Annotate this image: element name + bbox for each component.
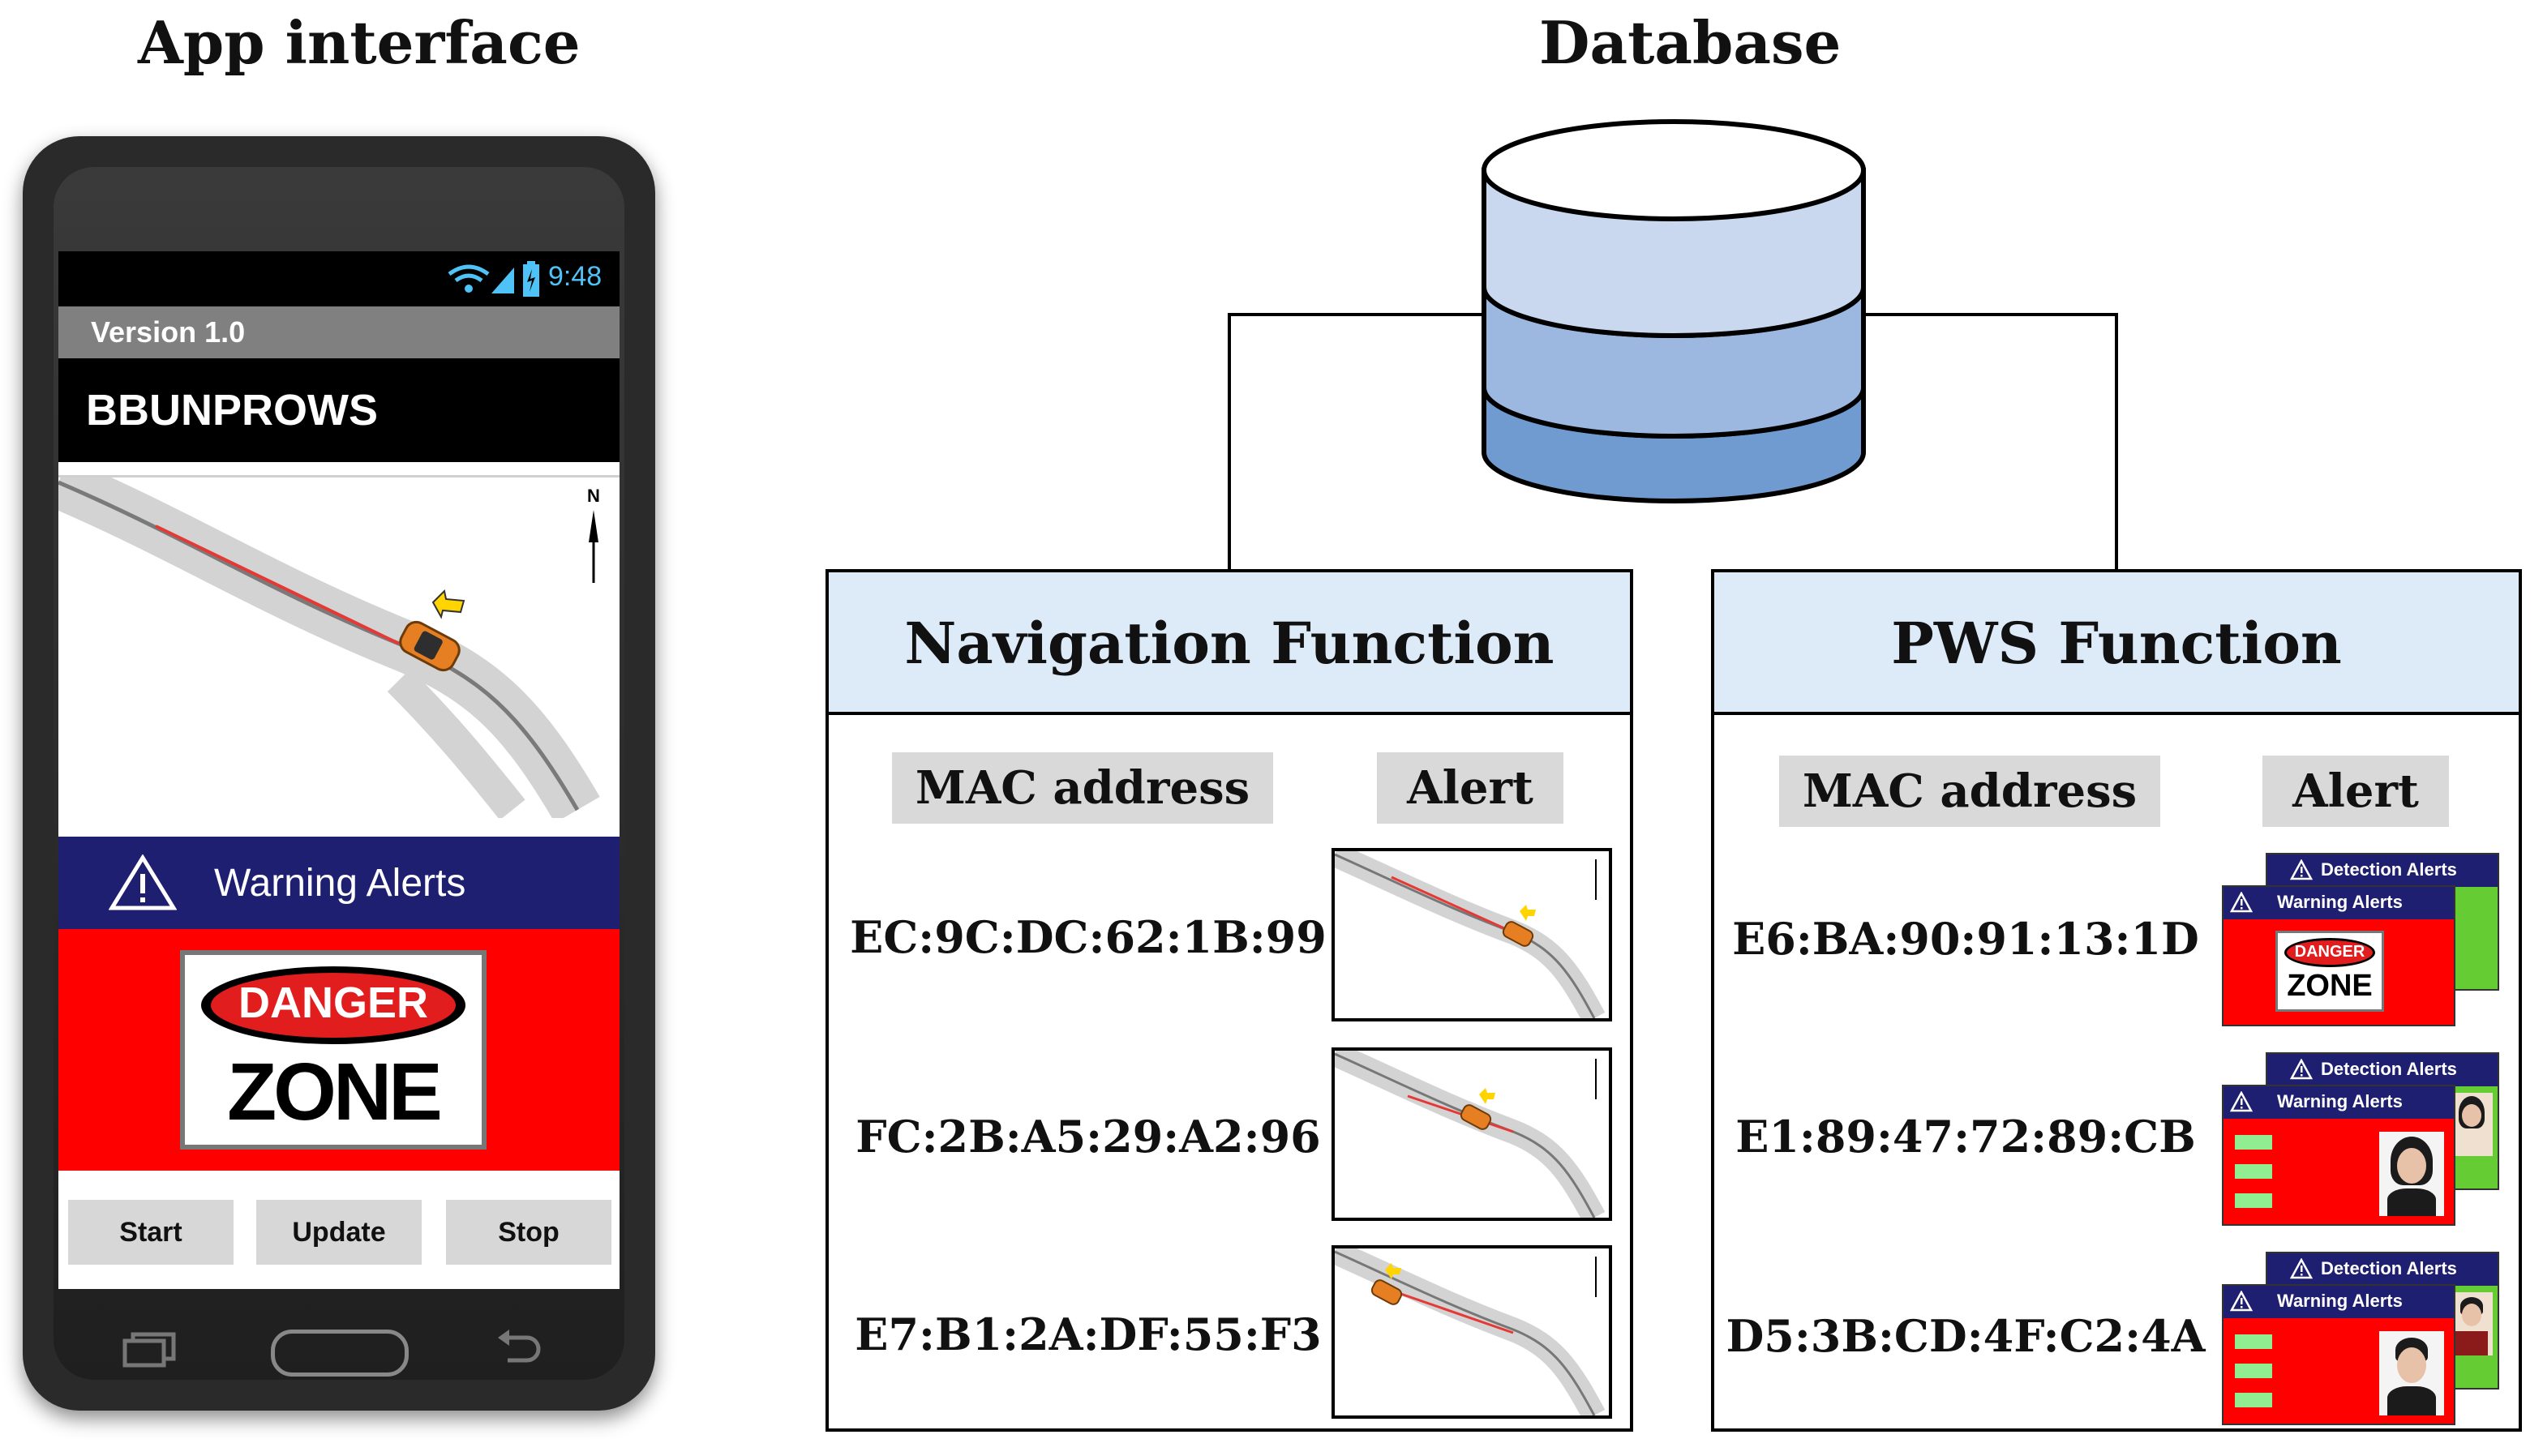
pws-function-panel: PWS Function MAC address Alert E6:BA:90:… (1711, 569, 2522, 1432)
warning-alert-card: Warning Alerts DANGER ZONE (2222, 885, 2455, 1026)
mini-danger-text: DANGER (2294, 943, 2365, 961)
direction-arrow-icon (1479, 1088, 1495, 1104)
connector-left-vertical (1228, 313, 1231, 571)
info-tag-icon (2235, 1334, 2272, 1349)
car-icon (1502, 921, 1534, 947)
connector-left-horizontal (1228, 313, 1487, 316)
warning-triangle-icon (2290, 1258, 2313, 1279)
warning-alert-card: Warning Alerts (2222, 1284, 2455, 1425)
warning-alert-card: Warning Alerts (2222, 1085, 2455, 1226)
nav-mac-address-2: FC:2B:A5:29:A2:96 (856, 1111, 1321, 1163)
person-photo-icon (2451, 1292, 2493, 1355)
warning-alerts-label: Warning Alerts (2277, 892, 2403, 912)
connector-right-horizontal (1859, 313, 2118, 316)
nav-alert-thumbnail-3 (1332, 1245, 1612, 1419)
back-icon[interactable] (496, 1326, 545, 1368)
status-bar: 9:48 (58, 251, 620, 306)
detection-alerts-label: Detection Alerts (2321, 859, 2457, 880)
car-icon (399, 620, 461, 672)
status-time: 9:48 (548, 261, 603, 292)
warning-alerts-label: Warning Alerts (2277, 1291, 2403, 1311)
car-icon (1460, 1104, 1492, 1130)
person-photo-icon (2451, 1093, 2493, 1156)
warning-alerts-label: Warning Alerts (2277, 1091, 2403, 1111)
pws-alert-group-3: Detection Alerts Warning Alerts (2222, 1252, 2499, 1425)
update-button[interactable]: Update (256, 1200, 422, 1265)
info-tag-icon (2235, 1193, 2272, 1208)
pws-mac-address-header: MAC address (1779, 756, 2160, 827)
nav-alert-header: Alert (1377, 752, 1563, 824)
pws-alert-group-1: Detection Alerts Warning Alerts DANGER Z… (2222, 853, 2499, 1026)
navigation-function-panel: Navigation Function MAC address Alert EC… (826, 569, 1633, 1432)
nav-alert-map-1 (1335, 851, 1606, 1018)
danger-oval-inner (211, 973, 456, 1038)
nav-alert-thumbnail-2 (1332, 1047, 1612, 1221)
home-button[interactable] (271, 1330, 409, 1377)
warning-triangle-icon (2290, 859, 2313, 880)
nav-alert-map-3 (1335, 1248, 1606, 1415)
start-button[interactable]: Start (68, 1200, 234, 1265)
warning-alerts-label: Warning Alerts (214, 862, 466, 905)
connector-right-vertical (2115, 313, 2118, 571)
compass-north-label: N (587, 486, 600, 506)
nav-mac-address-1: EC:9C:DC:62:1B:99 (850, 911, 1327, 963)
info-tag-icon (2235, 1135, 2272, 1150)
pws-mac-address-3: D5:3B:CD:4F:C2:4A (1726, 1310, 2206, 1362)
road-map: N (58, 458, 600, 824)
danger-zone-sign: DANGER ZONE (180, 950, 487, 1150)
warning-triangle-icon (2290, 1059, 2313, 1080)
info-tag-icon (2235, 1164, 2272, 1179)
version-label: Version 1.0 (58, 306, 620, 358)
danger-text: DANGER (238, 979, 428, 1027)
info-tag-icon (2235, 1393, 2272, 1407)
detection-alerts-label: Detection Alerts (2321, 1059, 2457, 1079)
car-icon (1370, 1279, 1403, 1305)
mini-danger-sign: DANGER ZONE (2275, 931, 2384, 1012)
person-photo-icon (2379, 1331, 2444, 1415)
phone-screen: 9:48 Version 1.0 BBUNPROWS N Warning Ale… (58, 251, 620, 1289)
pws-function-title: PWS Function (1714, 572, 2519, 715)
pws-mac-address-1: E6:BA:90:91:13:1D (1732, 913, 2199, 965)
warning-triangle-icon (2230, 1291, 2253, 1312)
warning-alerts-bar: Warning Alerts (58, 837, 620, 929)
database-title: Database (1539, 8, 1842, 77)
pws-alert-group-2: Detection Alerts Warning Alerts (2222, 1052, 2499, 1226)
app-name: BBUNPROWS (58, 358, 620, 462)
person-photo-icon (2379, 1132, 2444, 1216)
stop-button[interactable]: Stop (446, 1200, 611, 1265)
pws-mac-address-2: E1:89:47:72:89:CB (1735, 1111, 2196, 1163)
mini-zone-text: ZONE (2287, 969, 2373, 1003)
info-tag-icon (2235, 1364, 2272, 1378)
nav-alert-thumbnail-1 (1332, 848, 1612, 1021)
battery-icon (523, 261, 539, 297)
direction-arrow-icon (1385, 1263, 1401, 1279)
recent-apps-icon[interactable] (122, 1330, 178, 1370)
nav-alert-map-2 (1335, 1051, 1606, 1218)
direction-arrow-icon (431, 589, 465, 619)
zone-text: ZONE (227, 1047, 443, 1137)
nav-mac-address-header: MAC address (892, 752, 1273, 824)
warning-triangle-icon (2230, 1091, 2253, 1112)
navigation-map: N (58, 458, 620, 824)
wifi-signal-icon (448, 264, 514, 293)
pws-alert-header: Alert (2262, 756, 2449, 827)
warning-triangle-icon (109, 854, 177, 910)
warning-triangle-icon (2230, 892, 2253, 913)
navigation-function-title: Navigation Function (829, 572, 1630, 715)
nav-mac-address-3: E7:B1:2A:DF:55:F3 (855, 1308, 1322, 1360)
detection-alerts-label: Detection Alerts (2321, 1258, 2457, 1278)
direction-arrow-icon (1520, 905, 1536, 921)
database-cylinder-icon (1482, 119, 1866, 503)
compass-needle-icon (589, 510, 598, 542)
app-interface-title: App interface (138, 8, 581, 77)
